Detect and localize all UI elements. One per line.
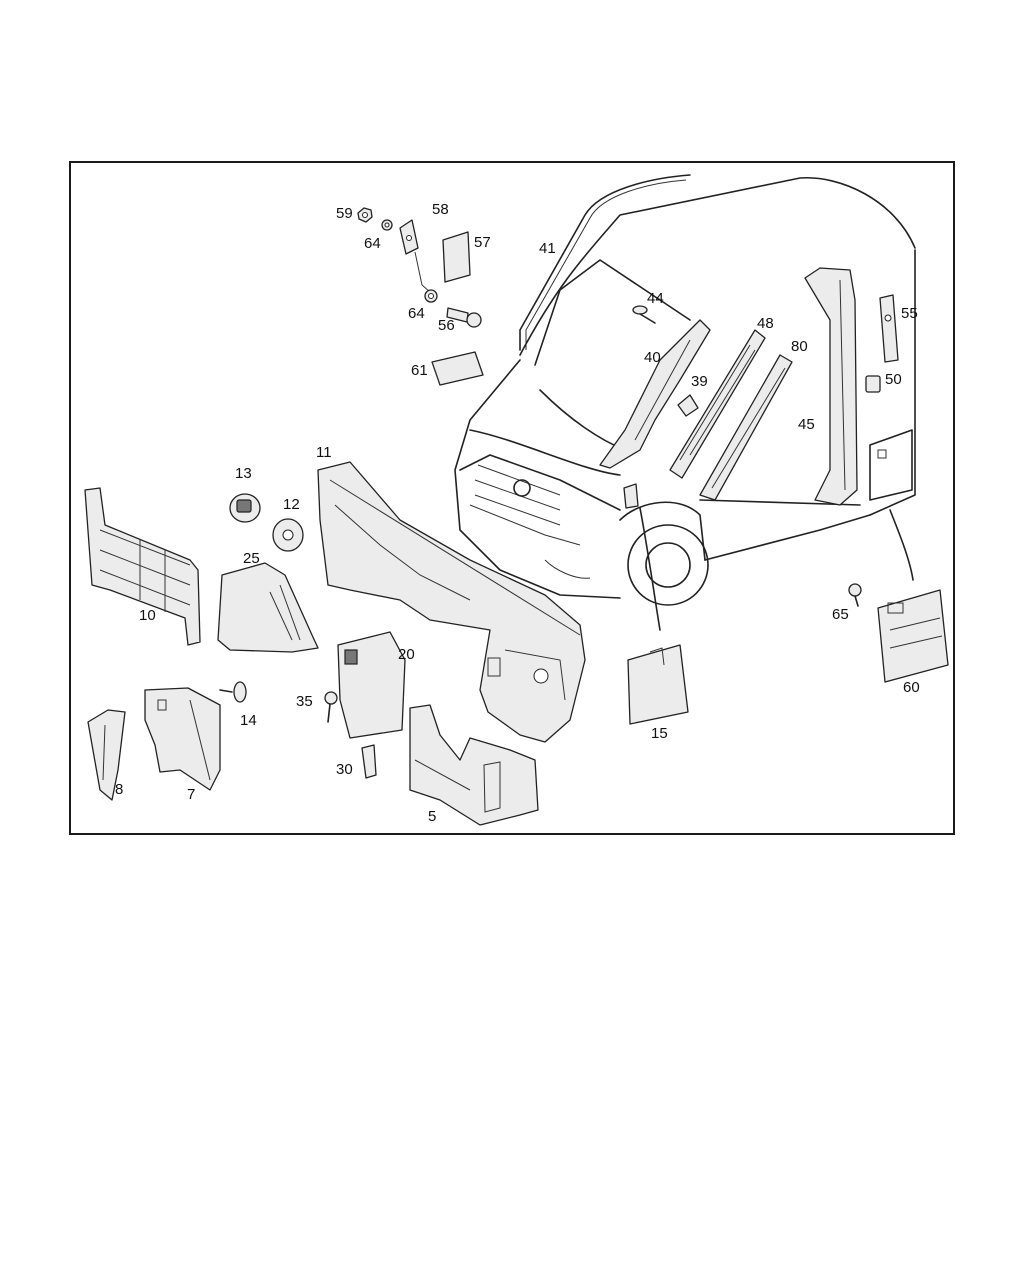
callout-11: 11 bbox=[316, 444, 332, 461]
part-44-screw bbox=[632, 305, 656, 324]
small-hardware-group bbox=[357, 207, 484, 386]
callout-64-upper: 64 bbox=[364, 235, 381, 252]
callout-59: 59 bbox=[336, 205, 353, 222]
callout-8: 8 bbox=[115, 781, 124, 798]
part-48-strip bbox=[669, 329, 766, 479]
part-11-bulkhead bbox=[317, 461, 586, 743]
callout-30: 30 bbox=[336, 761, 353, 778]
part-41-seal-strip bbox=[519, 174, 691, 351]
callout-57: 57 bbox=[474, 234, 491, 251]
callout-44: 44 bbox=[647, 290, 664, 307]
part-5-cover bbox=[409, 704, 539, 826]
callout-35: 35 bbox=[296, 693, 313, 710]
callout-13: 13 bbox=[235, 465, 252, 482]
callout-15: 15 bbox=[651, 725, 668, 742]
callout-65: 65 bbox=[832, 606, 849, 623]
part-39-clip bbox=[677, 394, 699, 417]
part-15-panel bbox=[623, 483, 689, 725]
part-35-screw bbox=[324, 691, 338, 723]
part-13-grommet bbox=[229, 493, 261, 523]
part-60-cover bbox=[877, 589, 949, 683]
callout-60: 60 bbox=[903, 679, 920, 696]
part-8-bracket bbox=[87, 709, 126, 801]
callout-50: 50 bbox=[885, 371, 902, 388]
callout-58: 58 bbox=[432, 201, 449, 218]
part-80-strip bbox=[699, 354, 793, 501]
part-12-washer bbox=[272, 518, 304, 552]
callout-61: 61 bbox=[411, 362, 428, 379]
callout-40: 40 bbox=[644, 349, 661, 366]
callout-14: 14 bbox=[240, 712, 257, 729]
part-45-pillar bbox=[804, 267, 858, 506]
part-7-cover bbox=[144, 687, 221, 791]
side-panel-opening bbox=[869, 429, 914, 581]
callout-56: 56 bbox=[438, 317, 455, 334]
callout-25: 25 bbox=[243, 550, 260, 567]
part-14-bolt bbox=[219, 681, 247, 703]
part-10-frame bbox=[84, 487, 201, 646]
callout-64-lower: 64 bbox=[408, 305, 425, 322]
part-50-clip bbox=[865, 375, 881, 393]
part-30-clip bbox=[361, 744, 377, 779]
callout-48: 48 bbox=[757, 315, 774, 332]
part-20-cover bbox=[337, 631, 406, 739]
callout-41: 41 bbox=[539, 240, 556, 257]
part-25-cover bbox=[217, 562, 319, 653]
callout-55: 55 bbox=[901, 305, 918, 322]
callout-5: 5 bbox=[428, 808, 437, 825]
callout-20: 20 bbox=[398, 646, 415, 663]
part-65-rivet bbox=[848, 583, 862, 607]
callout-45: 45 bbox=[798, 416, 815, 433]
callout-39: 39 bbox=[691, 373, 708, 390]
part-40-panel bbox=[599, 319, 711, 469]
callout-10: 10 bbox=[139, 607, 156, 624]
part-55-bracket bbox=[879, 294, 899, 363]
callout-12: 12 bbox=[283, 496, 300, 513]
callout-80: 80 bbox=[791, 338, 808, 355]
callout-7: 7 bbox=[187, 786, 196, 803]
